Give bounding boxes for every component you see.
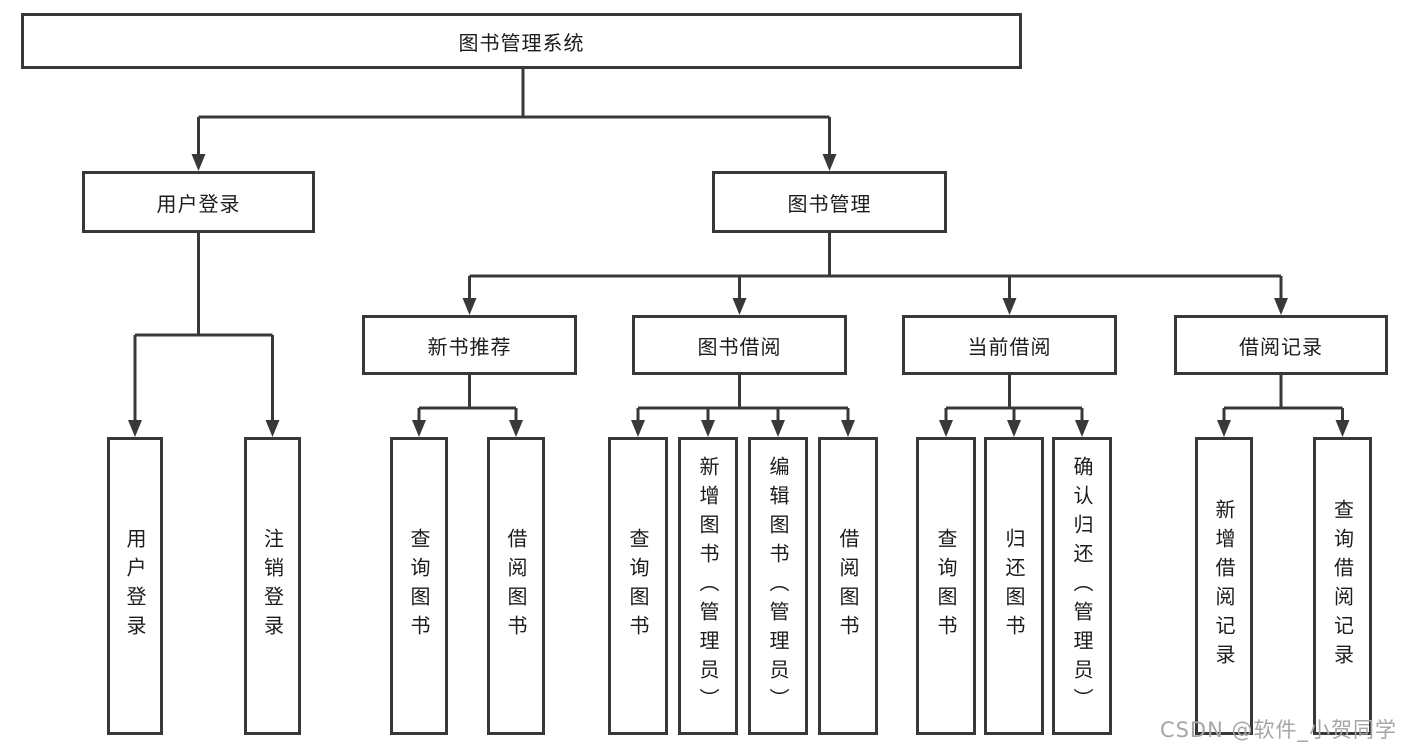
node-label: 图书管理 [787,191,872,216]
node-book-borrowing: 图书借阅 [632,315,847,375]
node-borrow-books-recommend: 借阅图书 [487,437,545,735]
node-label: 借阅记录 [1239,334,1323,359]
node-query-borrow-record: 查询借阅记录 [1313,437,1372,735]
node-label: 借阅图书 [504,528,528,644]
node-user-login: 用户登录 [82,171,315,233]
node-return-books: 归还图书 [984,437,1044,735]
node-label: 新书推荐 [427,334,512,359]
node-borrow-books-borrowing: 借阅图书 [818,437,878,735]
node-label: 用户登录 [156,191,241,216]
node-add-book-admin: 新增图书（管理员） [678,437,738,735]
node-label: 查询借阅记录 [1330,499,1355,673]
node-label: 用户登录 [123,528,147,644]
node-query-books-recommend: 查询图书 [390,437,448,735]
node-label: 图书管理系统 [458,30,585,55]
node-label: 新增借阅记录 [1212,499,1236,673]
node-label: 借阅图书 [836,528,860,644]
node-label: 确认归还（管理员） [1070,455,1094,717]
node-library-management-system: 图书管理系统 [21,13,1022,69]
node-label: 归还图书 [1002,528,1026,644]
node-label: 图书借阅 [697,334,782,359]
node-user-login-leaf: 用户登录 [107,437,163,735]
node-book-management: 图书管理 [712,171,947,233]
node-label: 查询图书 [626,528,650,644]
node-confirm-return-admin: 确认归还（管理员） [1052,437,1112,735]
node-logout: 注销登录 [244,437,301,735]
node-query-books-current: 查询图书 [916,437,976,735]
node-label: 查询图书 [407,528,431,644]
node-add-borrow-record: 新增借阅记录 [1195,437,1253,735]
node-current-borrowing: 当前借阅 [902,315,1117,375]
watermark: CSDN @软件_小贺同学 [1159,718,1397,742]
node-query-books-borrowing: 查询图书 [608,437,668,735]
node-label: 注销登录 [260,528,285,644]
node-edit-book-admin: 编辑图书（管理员） [748,437,808,735]
node-label: 当前借阅 [967,334,1052,359]
node-borrowing-records: 借阅记录 [1174,315,1388,375]
node-label: 新增图书（管理员） [696,455,720,717]
node-label: 查询图书 [934,528,958,644]
node-new-book-recommendation: 新书推荐 [362,315,577,375]
node-label: 编辑图书（管理员） [766,455,790,717]
